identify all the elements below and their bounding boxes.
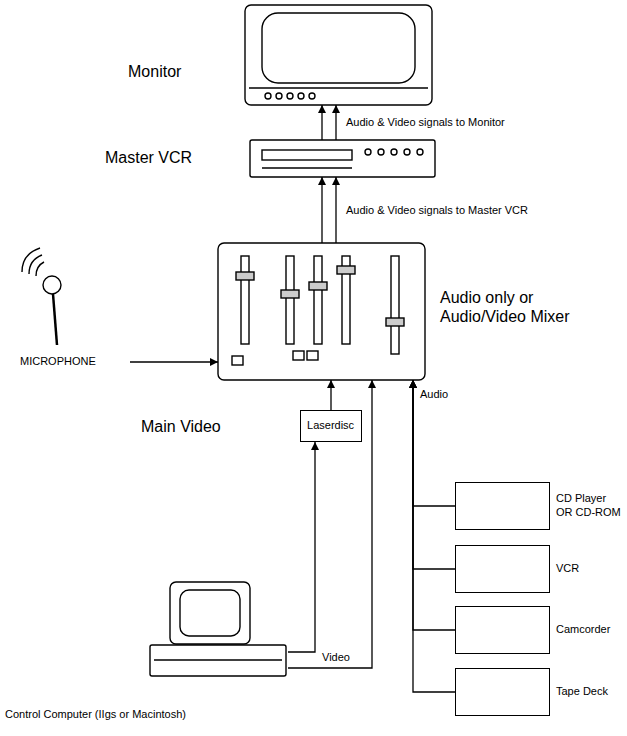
device-heading: Monitor (128, 62, 181, 81)
signal-label: Audio (419, 388, 449, 401)
connector-line (321, 105, 322, 140)
computer-drawing (150, 582, 286, 676)
connector-line (335, 177, 336, 243)
signal-connector (322, 177, 336, 243)
signal-connector (413, 380, 455, 506)
signal-connector (413, 380, 455, 630)
signal-connector (322, 105, 336, 140)
monitor-drawing (245, 5, 432, 105)
signal-connector (413, 380, 455, 569)
device-heading: VCR (556, 562, 579, 575)
signal-connector (331, 380, 332, 410)
device-heading: Master VCR (105, 148, 192, 167)
signal-connector (130, 362, 218, 363)
laserdisc-box: Main VideoLaserdisc (300, 410, 362, 442)
source-box: Camcorder (455, 606, 550, 654)
connector-line (330, 380, 331, 410)
connector-line (413, 380, 455, 630)
device-heading: Main Video (141, 417, 221, 436)
device-heading: Control Computer (IIgs or Macintosh) (5, 708, 186, 721)
connector-line (130, 361, 218, 362)
source-box: VCR (455, 545, 550, 593)
master-vcr: Master VCR (250, 140, 435, 177)
signal-label: Audio & Video signals to Monitor (345, 116, 506, 129)
device-heading: Tape Deck (556, 685, 608, 698)
vcr-drawing (250, 140, 435, 177)
control-computer: Control Computer (IIgs or Macintosh) (148, 578, 288, 678)
device-heading: Audio only or Audio/Video Mixer (440, 288, 605, 326)
connector-line (321, 177, 322, 243)
connector-line (413, 380, 455, 692)
connector-line (288, 380, 372, 668)
signal-connector (288, 442, 315, 652)
monitor: Monitor (245, 5, 432, 105)
signal-label: Video (321, 651, 351, 664)
signal-connector (288, 380, 372, 668)
connector-line (413, 380, 455, 506)
microphone-drawing (22, 248, 61, 345)
signal-connector (413, 380, 455, 692)
connector-line (413, 380, 455, 569)
device-heading: MICROPHONE (20, 355, 96, 368)
signal-label: Audio & Video signals to Master VCR (345, 204, 529, 217)
connector-line (335, 105, 336, 140)
source-box: Tape Deck (455, 668, 550, 716)
mixer: Audio only or Audio/Video Mixer (218, 243, 425, 380)
connector-line (288, 442, 315, 652)
source-box: CD Player OR CD-ROM (455, 482, 550, 530)
device-heading: CD Player OR CD-ROM (556, 492, 624, 518)
microphone: MICROPHONE (18, 250, 130, 372)
device-heading: Camcorder (556, 623, 610, 636)
mixer-drawing (218, 243, 425, 380)
box-label: Laserdisc (307, 419, 354, 432)
